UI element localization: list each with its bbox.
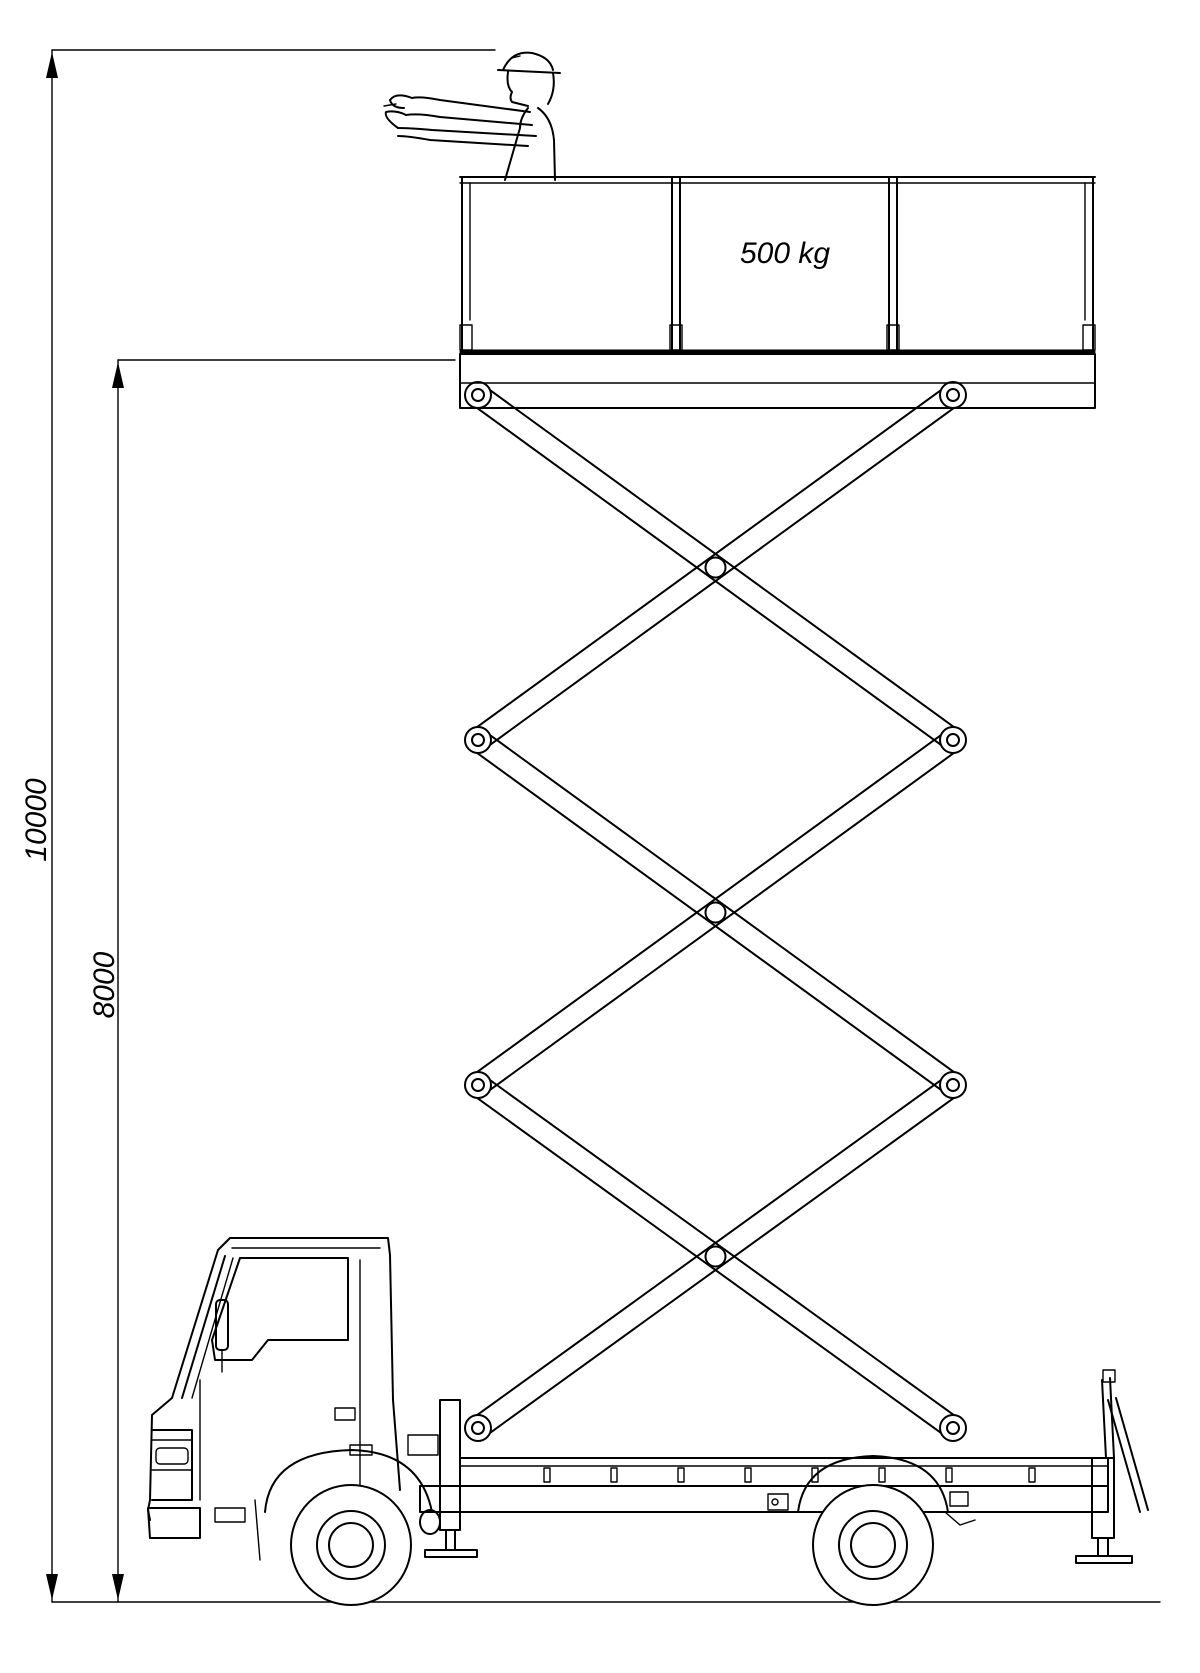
scissor-pivot-0-1 (939, 381, 967, 409)
scissor-mechanism-icon (464, 381, 967, 1442)
platform-height-arrow-top (112, 362, 124, 388)
truck-side-window (211, 1257, 349, 1361)
scissor-pin-0-1 (946, 388, 960, 402)
scissor-center-pivot-2 (704, 1245, 727, 1268)
platform: 500 kg (459, 176, 1096, 409)
platform-deck (459, 353, 1096, 409)
scissor-pivot-2-1 (939, 1071, 967, 1099)
scissor-pivot-1-1 (939, 726, 967, 754)
platform-height-label: 8000 (88, 951, 121, 1018)
scissor-center-pivot-0 (704, 556, 727, 579)
truck-icon (147, 1237, 1149, 1606)
scissor-pivot-1-0 (464, 726, 492, 754)
scissor-pin-0-0 (471, 388, 485, 402)
truck-bed (459, 1457, 1109, 1487)
truck-cab-outline (229, 1237, 401, 1491)
total-height-label: 10000 (20, 778, 53, 862)
front-wheel (290, 1484, 412, 1606)
truck-headlight (214, 1507, 246, 1523)
scissor-pivot-0-0 (464, 381, 492, 409)
rear-wheel (797, 1455, 949, 1606)
scissor-center-pivot-1 (704, 901, 727, 924)
truck-frame (419, 1485, 1109, 1513)
truck-grille (151, 1429, 193, 1501)
worker-icon (383, 51, 561, 181)
front-stabilizer (439, 1399, 461, 1531)
front-fender (264, 1449, 433, 1513)
scissor-pin-1-1 (946, 733, 960, 747)
truck-windshield (181, 1255, 226, 1399)
door-handle (334, 1407, 356, 1421)
platform-height-arrow-bottom (112, 1574, 124, 1600)
total-height-arrow-top (46, 52, 58, 78)
dimension-lines: 10000 8000 (20, 49, 1161, 1603)
load-capacity-label: 500 kg (740, 237, 830, 270)
scissor-pin-1-0 (471, 733, 485, 747)
scissor-pivot-3-0 (464, 1414, 492, 1442)
rear-stabilizer (1091, 1457, 1115, 1539)
scissor-pin-2-0 (471, 1078, 485, 1092)
total-height-arrow-bottom (46, 1574, 58, 1600)
scissor-pivot-2-0 (464, 1071, 492, 1099)
scissor-pin-3-0 (471, 1421, 485, 1435)
truck-bumper (147, 1507, 201, 1539)
scissor-pin-2-1 (946, 1078, 960, 1092)
scissor-pin-3-1 (946, 1421, 960, 1435)
scissor-pivot-3-1 (939, 1414, 967, 1442)
